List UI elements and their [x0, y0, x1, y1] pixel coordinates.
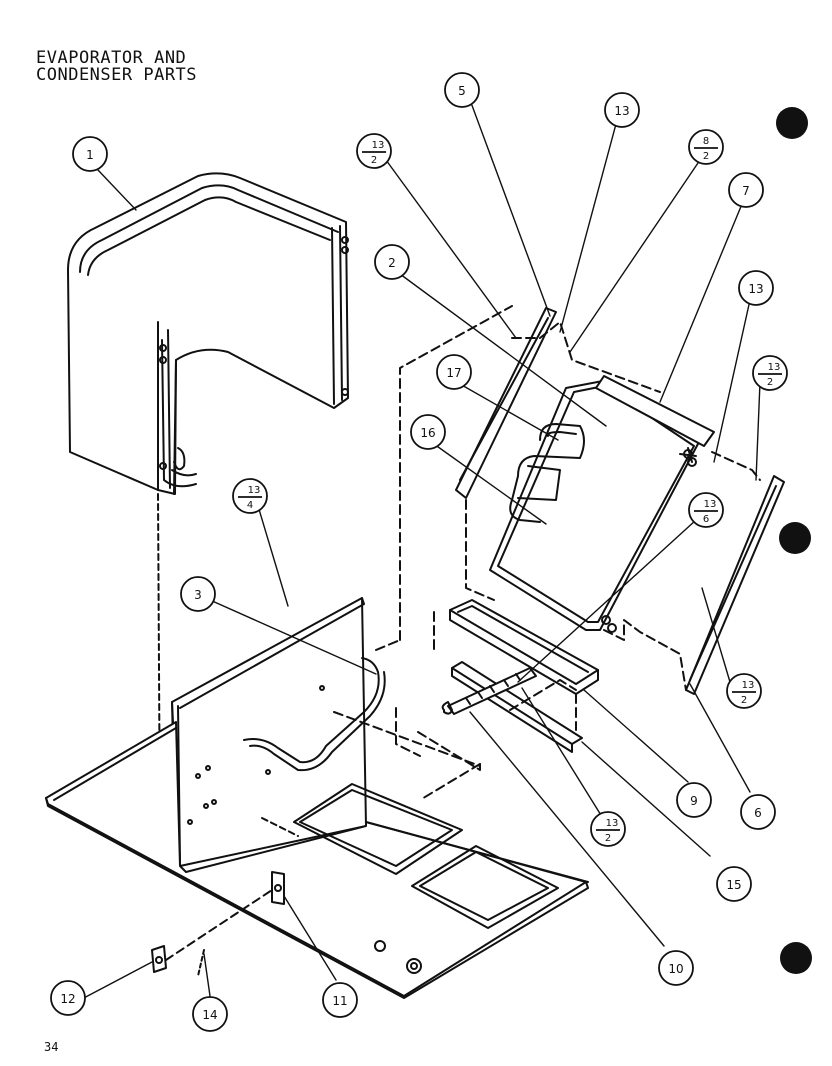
base-pan	[45, 721, 589, 999]
svg-text:14: 14	[202, 1008, 217, 1022]
svg-text:2: 2	[767, 377, 773, 388]
callout-5: 5	[444, 72, 480, 108]
callout-1: 1	[72, 136, 108, 172]
reference-callout-8-2: 82	[688, 129, 724, 165]
punch-hole-mark	[779, 522, 811, 554]
title-line-2: CONDENSER PARTS	[36, 65, 198, 85]
reference-callout-13-4: 134	[232, 478, 268, 514]
svg-text:4: 4	[247, 500, 253, 511]
svg-text:13: 13	[614, 104, 629, 118]
svg-text:13: 13	[606, 818, 619, 829]
svg-text:11: 11	[332, 994, 347, 1008]
callout-6: 6	[740, 794, 776, 830]
svg-text:9: 9	[690, 794, 698, 808]
page-number: 34	[44, 1040, 59, 1054]
svg-text:2: 2	[741, 695, 747, 706]
metering-tube	[441, 667, 537, 715]
reference-callout-13-6: 136	[688, 492, 724, 528]
svg-text:13: 13	[768, 362, 781, 373]
evaporator-coil	[489, 375, 715, 633]
svg-text:2: 2	[703, 151, 709, 162]
svg-text:6: 6	[703, 514, 709, 525]
svg-text:3: 3	[194, 588, 202, 602]
svg-text:17: 17	[446, 366, 461, 380]
callout-12: 12	[50, 980, 86, 1016]
partition-panel	[171, 597, 386, 867]
svg-text:10: 10	[668, 962, 683, 976]
callout-9: 9	[676, 782, 712, 818]
svg-text:2: 2	[388, 256, 396, 270]
reference-callout-13-2-lower-right: 132	[726, 673, 762, 709]
side-rail-right	[685, 475, 785, 695]
svg-text:13: 13	[742, 680, 755, 691]
svg-text:2: 2	[371, 155, 377, 166]
support-bracket	[451, 661, 583, 753]
svg-text:8: 8	[703, 136, 709, 147]
callout-10: 10	[658, 950, 694, 986]
callout-2: 2	[374, 244, 410, 280]
svg-text:16: 16	[420, 426, 435, 440]
callout-3: 3	[180, 576, 216, 612]
leader-lines	[79, 99, 761, 1001]
callout-15: 15	[716, 866, 752, 902]
svg-text:13: 13	[748, 282, 763, 296]
svg-text:13: 13	[248, 485, 261, 496]
side-rail-left	[455, 307, 557, 499]
svg-text:13: 13	[704, 499, 717, 510]
mounting-bracket	[271, 871, 285, 905]
callout-13-top: 13	[604, 92, 640, 128]
svg-text:5: 5	[458, 84, 466, 98]
punch-hole-mark	[776, 107, 808, 139]
svg-text:15: 15	[726, 878, 741, 892]
callout-11: 11	[322, 982, 358, 1018]
reference-callout-13-2: 132	[356, 133, 392, 169]
punch-hole-mark	[780, 942, 812, 974]
diagram-title: EVAPORATOR AND CONDENSER PARTS	[36, 50, 197, 84]
assembly-guide-lines	[333, 305, 761, 801]
svg-text:7: 7	[742, 184, 750, 198]
grommet	[151, 945, 167, 973]
reference-callout-13-2-bottom: 132	[590, 811, 626, 847]
title-line-1: EVAPORATOR AND	[36, 48, 187, 68]
svg-text:13: 13	[372, 140, 385, 151]
svg-text:12: 12	[60, 992, 75, 1006]
svg-text:1: 1	[86, 148, 94, 162]
callout-17: 17	[436, 354, 472, 390]
svg-text:2: 2	[605, 833, 611, 844]
callout-7: 7	[728, 172, 764, 208]
reference-callout-13-2-right: 132	[752, 355, 788, 391]
callout-13-right: 13	[738, 270, 774, 306]
condenser-coil	[67, 172, 349, 495]
svg-text:6: 6	[754, 806, 762, 820]
callout-14: 14	[192, 996, 228, 1032]
callout-16: 16	[410, 414, 446, 450]
